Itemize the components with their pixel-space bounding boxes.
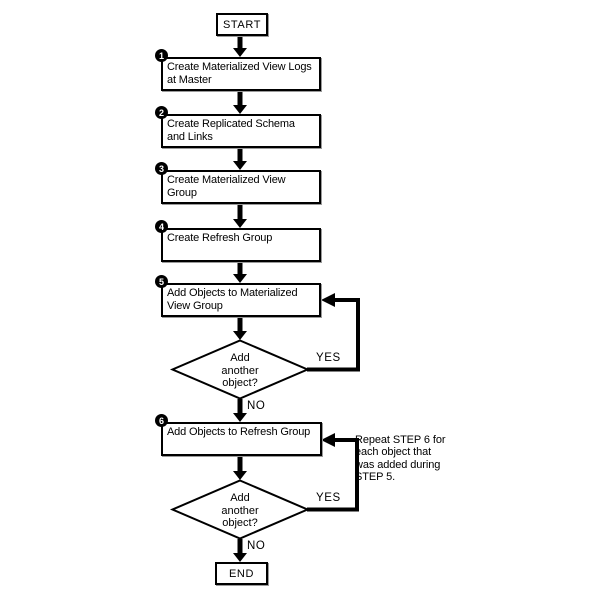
step-label-6: Add Objects to Refresh Group: [167, 426, 311, 438]
step-label-3: Create Materialized View Group: [167, 174, 286, 199]
step-box-5: 5 Add Objects to Materialized View Group: [155, 275, 321, 317]
step-number-badge-6: 6: [155, 414, 168, 427]
step-label-1: Create Materialized View Logs at Master: [167, 61, 312, 86]
arrow-step5-to-decision1: [233, 317, 247, 340]
step-number-badge-1: 1: [155, 49, 168, 62]
flow-arrows: [233, 37, 247, 562]
step-number-badge-3: 3: [155, 162, 168, 175]
decision-diamond-1: [169, 339, 311, 400]
arrow-step1-to-step2: [233, 91, 247, 114]
end-terminal: END: [215, 562, 268, 585]
no-label-2: NO: [247, 540, 266, 552]
yes-label-2: YES: [316, 492, 341, 504]
decision-label-1: Add another object?: [221, 352, 259, 389]
yes-label-1: YES: [316, 352, 341, 364]
step-box-4: 4 Create Refresh Group: [155, 220, 321, 262]
end-label: END: [228, 567, 255, 580]
arrow-step2-to-step3: [233, 148, 247, 170]
step-label-4: Create Refresh Group: [167, 232, 273, 244]
step-number-badge-2: 2: [155, 106, 168, 119]
step-box-2: 2 Create Replicated Schema and Links: [155, 106, 321, 148]
arrow-decision2-to-end: [233, 539, 247, 562]
arrow-step3-to-step4: [233, 204, 247, 228]
arrow-decision1-to-step6: [233, 399, 247, 422]
arrow-step6-to-decision2: [233, 456, 247, 480]
start-label: START: [222, 18, 262, 31]
loop-arrow-yes-to-step5: [307, 293, 360, 372]
step-box-6: 6 Add Objects to Refresh Group: [155, 414, 322, 456]
decision-diamond-2: [169, 479, 311, 540]
decision-label-2: Add another object?: [221, 492, 259, 529]
step-label-2: Create Replicated Schema and Links: [167, 118, 295, 143]
step-number-badge-4: 4: [155, 220, 168, 233]
no-label-1: NO: [247, 400, 266, 412]
step-box-3: 3 Create Materialized View Group: [155, 162, 321, 204]
step-box-1: 1 Create Materialized View Logs at Maste…: [155, 49, 321, 91]
start-terminal: START: [216, 13, 268, 36]
step-label-5: Add Objects to Materialized View Group: [167, 287, 298, 312]
repeat-step-annotation: Repeat STEP 6 for each object that was a…: [355, 434, 446, 484]
arrow-step4-to-step5: [233, 261, 247, 283]
loop-arrow-yes-to-step6: [307, 433, 359, 512]
step-number-badge-5: 5: [155, 275, 168, 288]
arrow-start-to-step1: [233, 37, 247, 57]
